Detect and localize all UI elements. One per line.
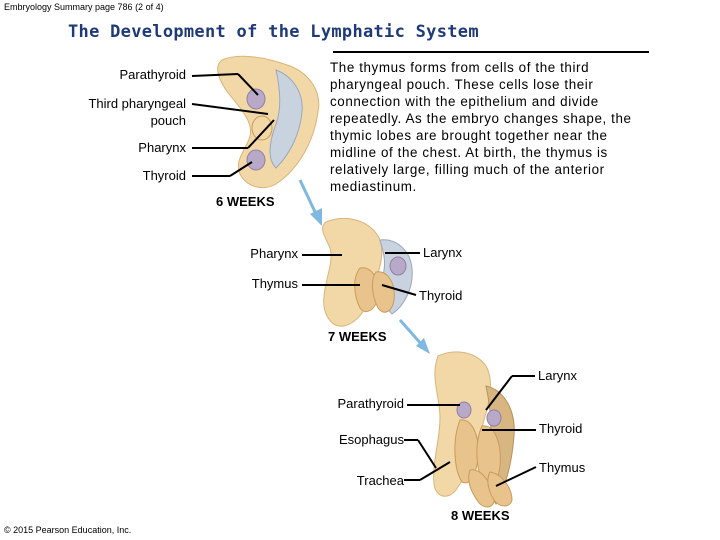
stage1-label-thyroid: Thyroid (142, 168, 186, 183)
stage2-leaders (302, 252, 420, 296)
stage1-label-parathyroid: Parathyroid (119, 67, 186, 82)
page-title: The Development of the Lymphatic System (68, 22, 479, 42)
stage2-label-thymus: Thymus (251, 276, 298, 291)
stage2-label-thyroid: Thyroid (419, 288, 463, 303)
stage2-label-pharynx: Pharynx (250, 246, 298, 261)
stage3-label-larynx: Larynx (538, 368, 578, 383)
copyright-notice: © 2015 Pearson Education, Inc. (4, 525, 132, 535)
stage1-name: 6 WEEKS (216, 194, 275, 209)
transition-arrow-2 (398, 319, 430, 354)
transition-arrow-1 (298, 179, 322, 226)
stage2-illustration (322, 218, 413, 327)
stage3-leaders (404, 375, 537, 487)
stage1-label-third-pouch-line1: Third pharyngeal (88, 96, 186, 111)
stage1-illustration (217, 55, 320, 189)
stage1-label-third-pouch-line2: pouch (150, 113, 186, 128)
stage2-name: 7 WEEKS (328, 329, 387, 344)
stage3-label-thyroid: Thyroid (539, 421, 583, 436)
stage3-label-esophagus: Esophagus (338, 432, 404, 447)
description-rule (333, 51, 649, 53)
stage3-label-parathyroid: Parathyroid (337, 396, 404, 411)
stage3-label-trachea: Trachea (356, 473, 404, 488)
page-header: Embryology Summary page 786 (2 of 4) (4, 2, 164, 12)
stage1-label-pharynx: Pharynx (138, 140, 186, 155)
stage3-illustration (433, 351, 515, 508)
description-text: The thymus forms from cells of the third… (330, 60, 632, 194)
stage1-leaders (191, 73, 275, 177)
stage3-name: 8 WEEKS (451, 508, 510, 523)
stage3-label-thymus: Thymus (539, 460, 586, 475)
stage2-label-larynx: Larynx (423, 245, 463, 260)
